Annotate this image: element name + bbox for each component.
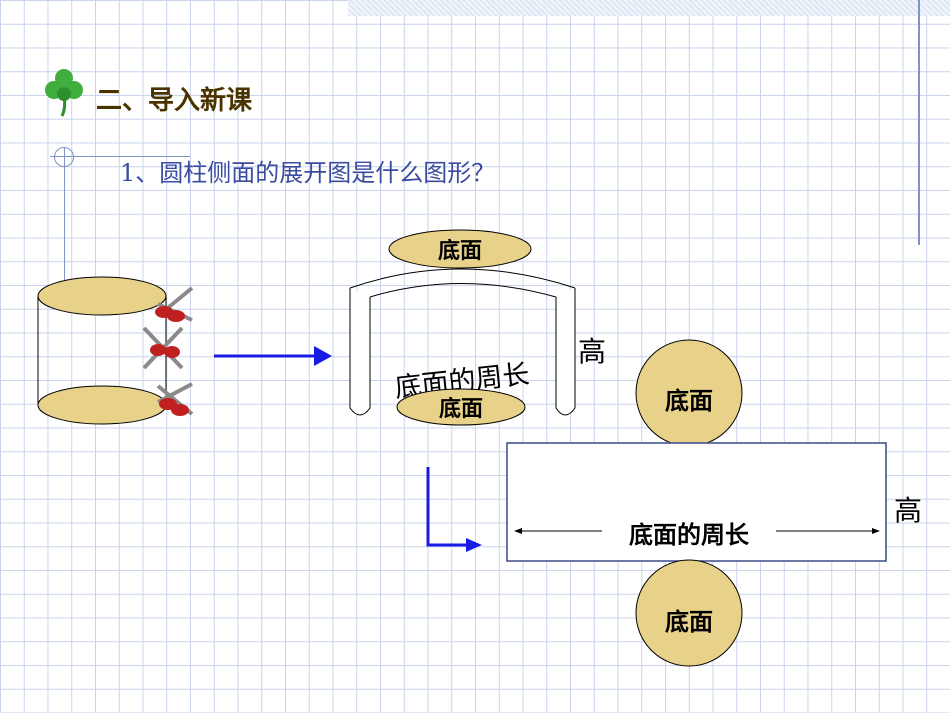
circumference-dimension-arrow bbox=[514, 528, 880, 534]
scissors-icon bbox=[156, 382, 194, 416]
opening-cylinder-figure bbox=[349, 268, 576, 416]
scissors-icon bbox=[142, 326, 184, 370]
cylinder-figure bbox=[37, 276, 167, 425]
cylinder-top-base bbox=[37, 276, 167, 316]
top-base-ellipse bbox=[388, 229, 532, 269]
section-heading: 二、导入新课 bbox=[96, 86, 253, 116]
question-text: 1、圆柱侧面的展开图是什么图形？ bbox=[120, 159, 496, 187]
decorative-vertical-line bbox=[918, 0, 920, 245]
scissors-icon bbox=[155, 286, 194, 322]
height-label-flat: 高 bbox=[894, 494, 922, 527]
bottom-base-ellipse bbox=[396, 388, 526, 426]
net-bottom-circle-label: 底面 bbox=[665, 608, 713, 636]
lateral-surface-rectangle bbox=[506, 442, 887, 562]
bottom-base-label: 底面 bbox=[439, 396, 483, 422]
top-base-label: 底面 bbox=[438, 238, 482, 264]
decorative-vertical-line-left bbox=[64, 148, 65, 288]
rect-circumference-label: 底面的周长 bbox=[629, 521, 750, 549]
clover-icon bbox=[45, 69, 83, 117]
net-bottom-circle bbox=[635, 559, 743, 667]
right-arrow bbox=[214, 346, 332, 366]
down-right-arrow bbox=[426, 467, 482, 552]
decorative-header-band bbox=[348, 0, 950, 16]
height-label-rolled: 高 bbox=[578, 335, 606, 368]
decorative-horizontal-line bbox=[50, 156, 190, 157]
decorative-circle-marker bbox=[54, 147, 74, 167]
net-top-circle-label: 底面 bbox=[665, 387, 713, 415]
cylinder-bottom-base bbox=[37, 385, 167, 425]
